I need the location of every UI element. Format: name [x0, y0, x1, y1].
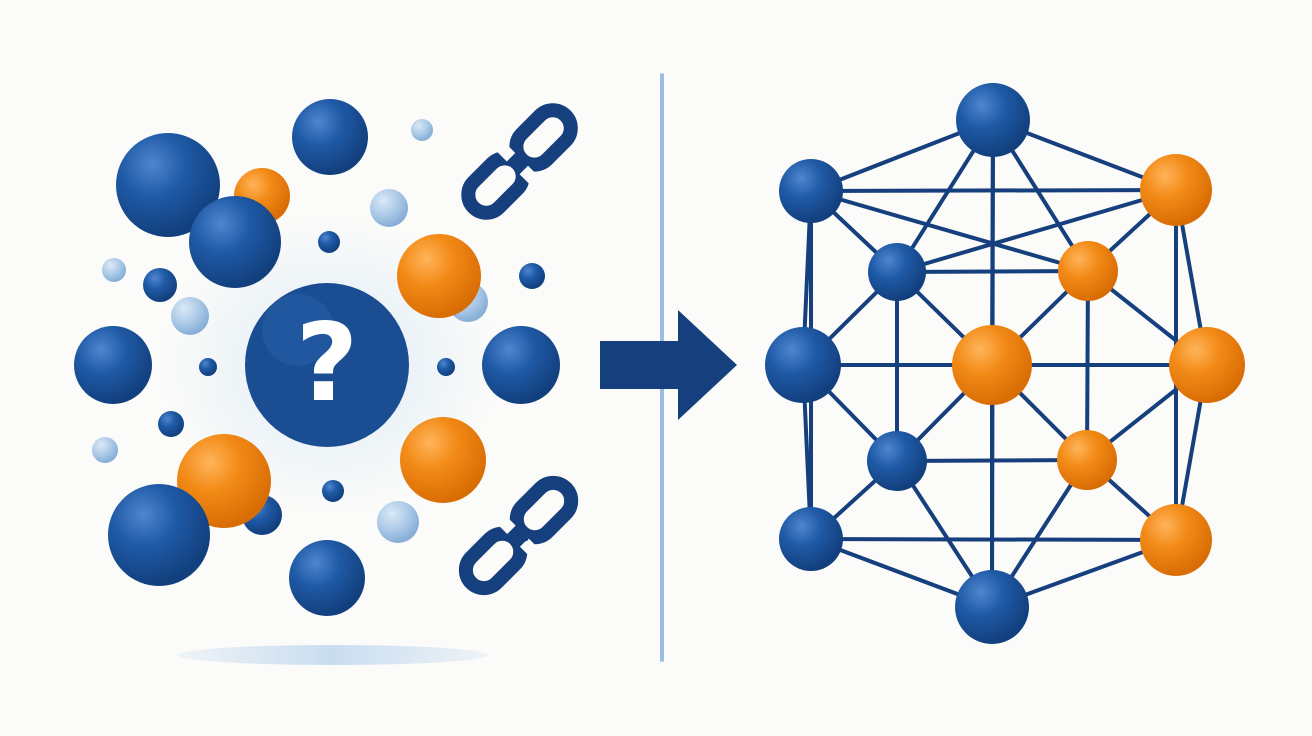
light-blue-dot — [411, 119, 433, 141]
small-blue-dot — [199, 358, 217, 376]
light-blue-dot — [171, 297, 209, 335]
left-chaotic-panel: ? — [74, 99, 579, 665]
question-sphere-body — [245, 283, 409, 447]
orange-network-node — [1140, 504, 1212, 576]
blue-sphere — [116, 133, 220, 237]
broken-link-icon — [461, 103, 578, 220]
navy-network-node — [765, 327, 841, 403]
small-blue-dot — [322, 480, 344, 502]
navy-network-node — [868, 243, 926, 301]
orange-network-node — [1057, 430, 1117, 490]
orange-sphere — [400, 417, 486, 503]
light-blue-dot — [377, 501, 419, 543]
blue-sphere — [74, 326, 152, 404]
navy-network-node — [779, 159, 843, 223]
blue-sphere — [289, 540, 365, 616]
navy-network-node — [955, 570, 1029, 644]
orange-sphere — [177, 434, 271, 528]
light-blue-dot — [102, 258, 126, 282]
orange-network-node — [1169, 327, 1245, 403]
orange-sphere — [397, 234, 481, 318]
small-blue-dot — [143, 268, 177, 302]
network-edge — [895, 188, 1178, 274]
question-sphere: ? — [245, 283, 409, 447]
arrow-right-icon — [600, 310, 737, 420]
ground-shadow — [178, 645, 488, 665]
light-blue-dot — [370, 189, 408, 227]
small-blue-dot — [519, 263, 545, 289]
broken-link-icon — [458, 475, 579, 596]
navy-network-node — [779, 507, 843, 571]
blue-sphere — [108, 484, 210, 586]
blue-sphere — [482, 326, 560, 404]
network-edge — [809, 189, 1090, 273]
navy-network-node — [867, 431, 927, 491]
navy-network-node — [956, 83, 1030, 157]
small-blue-dot — [437, 358, 455, 376]
transition-area — [600, 73, 737, 662]
orange-network-node — [952, 325, 1032, 405]
small-blue-dot — [318, 231, 340, 253]
blue-sphere — [189, 196, 281, 288]
question-mark-icon: ? — [296, 301, 359, 426]
question-sphere-highlight — [262, 294, 334, 366]
blue-sphere — [292, 99, 368, 175]
small-blue-dot — [158, 411, 184, 437]
orange-network-node — [1140, 154, 1212, 226]
orange-network-node — [1058, 241, 1118, 301]
light-blue-dot — [92, 437, 118, 463]
right-network-panel — [765, 83, 1245, 644]
